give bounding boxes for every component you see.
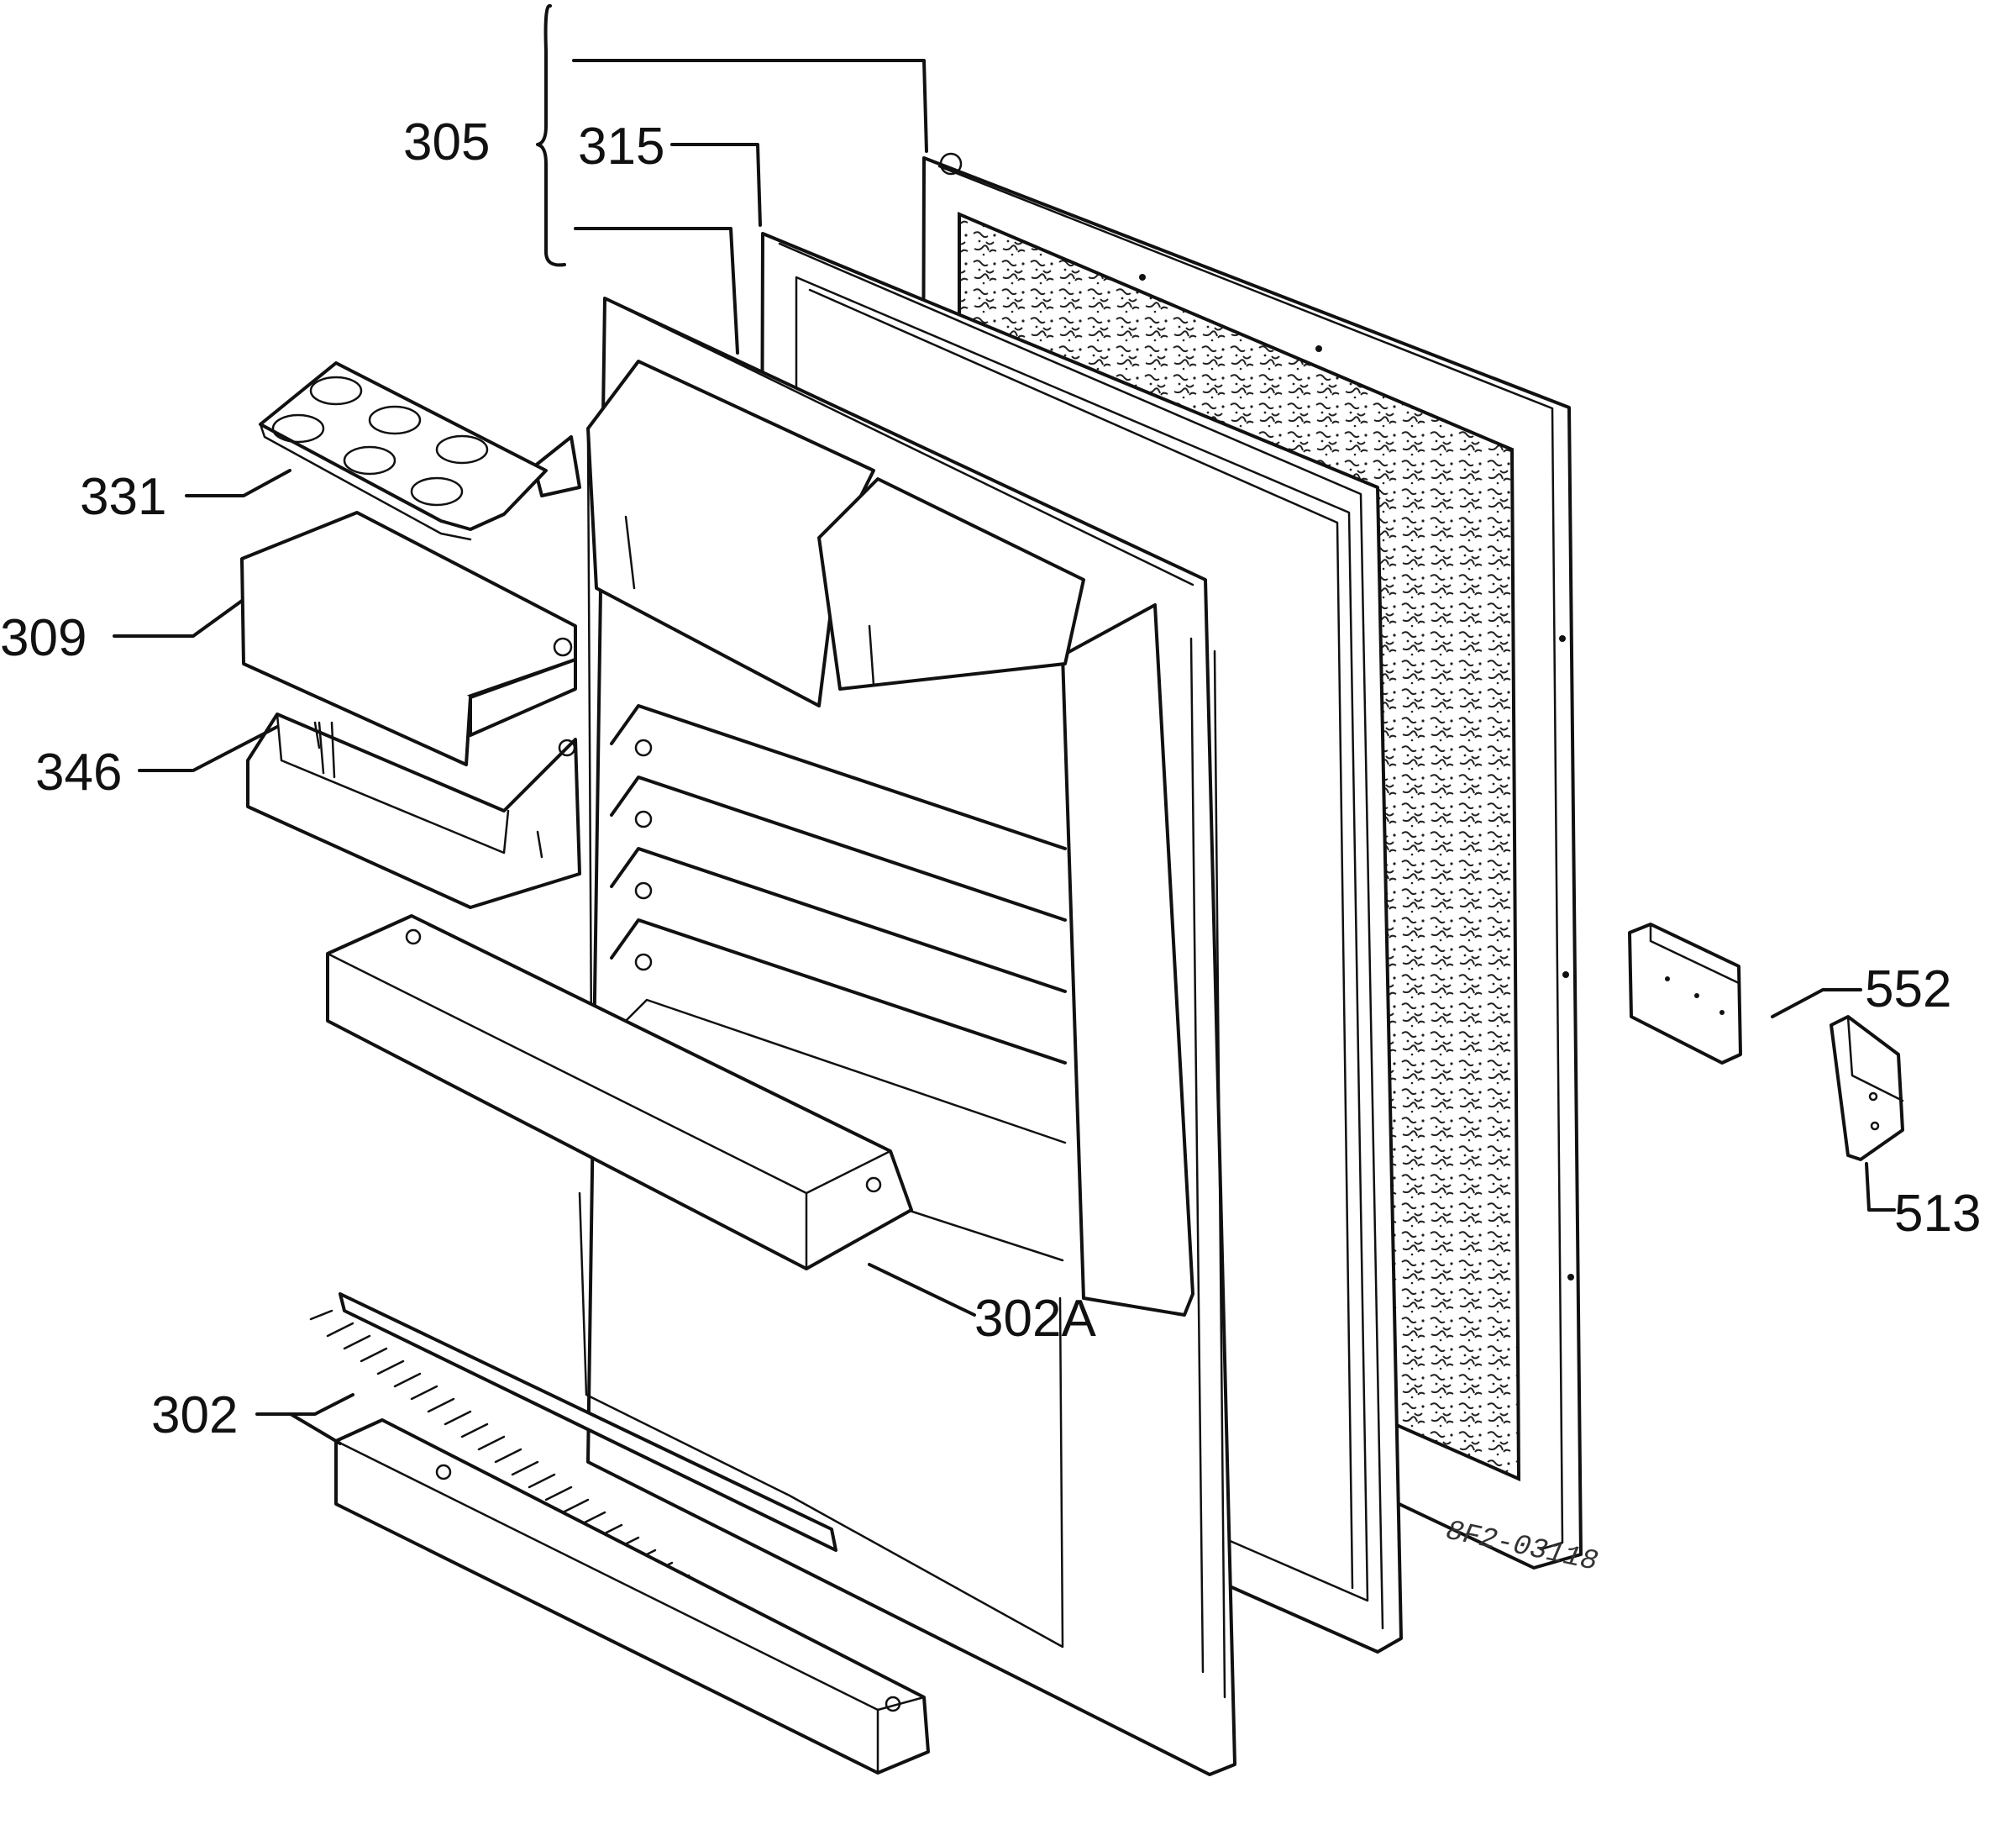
label-331: 331 [80,468,166,526]
label-552: 552 [1865,960,1951,1018]
hinge-cover [1628,923,1742,1065]
storage-box [246,713,581,909]
label-302a: 302A [974,1290,1096,1348]
bottle-shelf [326,914,913,1270]
label-315: 315 [578,118,664,176]
hinge-bracket [1830,1015,1904,1161]
box-lid [240,511,577,766]
bottom-shelf [334,1418,930,1775]
label-305: 305 [403,113,490,171]
label-513: 513 [1894,1185,1981,1243]
label-346: 346 [35,744,122,802]
door-inner-liner [533,297,1236,1776]
leader-lines [113,4,1896,1445]
label-302: 302 [151,1386,238,1444]
label-309: 309 [0,609,87,667]
egg-tray [259,361,548,541]
